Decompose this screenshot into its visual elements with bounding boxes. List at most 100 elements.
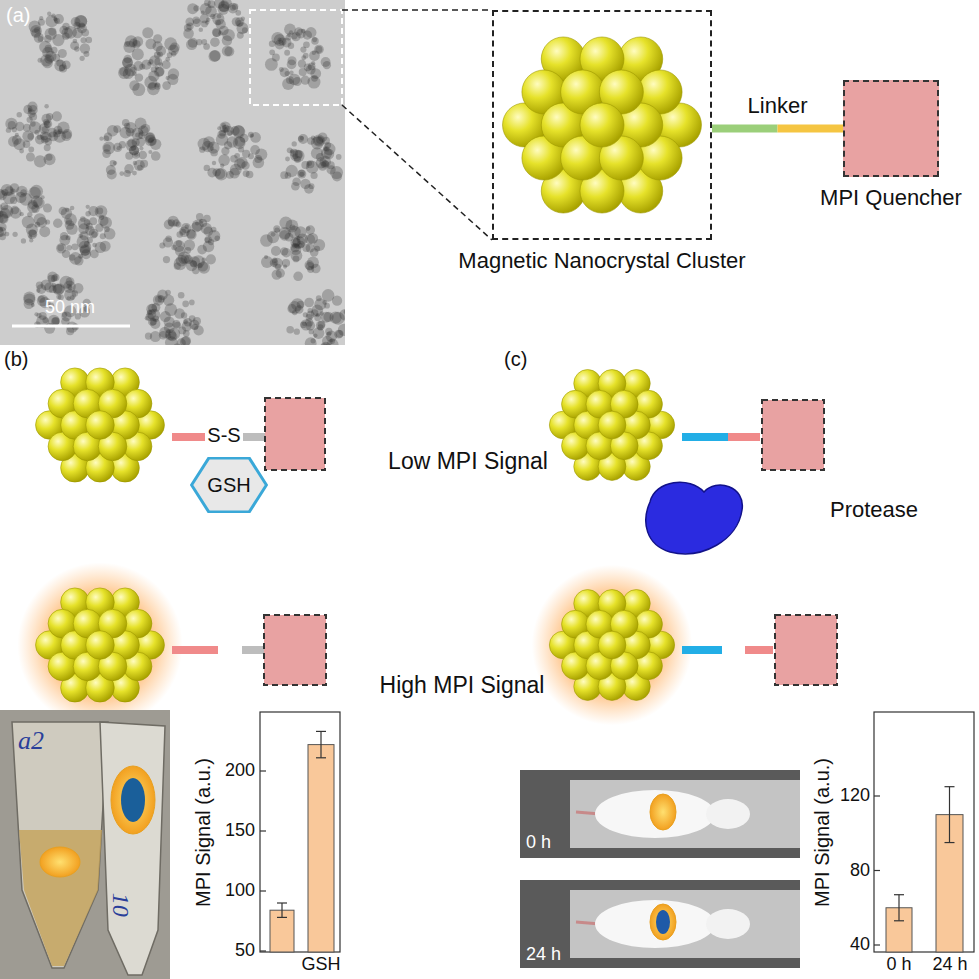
nanocrystal-dot	[44, 153, 56, 165]
nanocrystal-dot	[140, 160, 148, 168]
nanocrystal-dot	[157, 289, 168, 300]
error-bar	[320, 731, 321, 757]
nanocrystal-dot	[0, 210, 4, 217]
nanocrystal-dot	[148, 71, 159, 82]
enzyme-label: Protease	[830, 497, 918, 522]
nanocrystal-dot	[246, 171, 254, 179]
linker-segment	[172, 433, 205, 441]
nanocrystal-dot	[209, 50, 221, 62]
nanocrystal-dot	[210, 149, 217, 156]
nanocrystal-dot	[81, 29, 89, 37]
nanocrystal-dot	[23, 105, 32, 114]
nanocrystal-dot	[119, 67, 128, 76]
nanocrystal-dot	[120, 127, 132, 139]
tick-label: 150	[225, 820, 255, 841]
nanocrystal-dot	[284, 24, 296, 36]
nanocrystal-dot	[311, 338, 316, 343]
nanocrystal-dot	[322, 289, 335, 302]
quencher-box	[264, 615, 326, 685]
nanocrystal-dot	[171, 245, 176, 250]
nanocrystal-dot	[129, 80, 139, 90]
scale-bar	[12, 325, 130, 328]
tick-label: 40	[850, 934, 870, 955]
nanocrystal-dot	[141, 124, 151, 134]
nanocrystal-dot	[159, 327, 170, 338]
nanocrystal-dot	[313, 135, 325, 147]
tick-label: 120	[840, 785, 870, 806]
nanocrystal-dot	[294, 329, 300, 335]
nanocrystal-dot	[316, 295, 322, 301]
nanocrystal-dot	[296, 29, 306, 39]
nanocrystal-dot	[92, 243, 97, 248]
nanocrystal-dot	[145, 332, 152, 339]
nanocrystal-dot	[210, 37, 220, 47]
nanocrystal-dot	[219, 129, 226, 136]
category-label: 24 h	[932, 954, 967, 975]
nanocrystal-dot	[20, 189, 26, 195]
nanocrystal-dot	[132, 138, 140, 146]
nanocrystal-dot	[314, 45, 324, 55]
nanocrystal-dot	[306, 226, 311, 231]
nanocrystal-dot	[45, 45, 53, 53]
axis-title: MPI Signal (a.u.)	[810, 758, 833, 907]
nanocrystal-dot	[326, 339, 338, 345]
nanocrystal-dot	[313, 334, 317, 338]
nanocrystal-cluster	[549, 370, 674, 481]
nanocrystal-dot	[90, 250, 99, 259]
axis-tick	[874, 870, 880, 871]
nanocrystal-dot	[73, 39, 78, 44]
chart-frame	[874, 712, 974, 952]
nanocrystal-dot	[300, 136, 304, 140]
nanocrystal-dot	[113, 143, 122, 152]
nanocrystal-dot	[5, 232, 10, 237]
error-cap	[316, 757, 326, 758]
linker-segment	[682, 433, 728, 441]
nanocrystal-dot	[290, 224, 296, 230]
nanocrystal-dot	[311, 37, 319, 45]
time-label: 0 h	[526, 832, 551, 853]
chart-frame	[260, 712, 340, 952]
panel-letter: (b)	[4, 348, 28, 371]
nanocrystal-dot	[151, 151, 161, 161]
nanocrystal-dot	[51, 283, 56, 288]
nanocrystal-dot	[142, 27, 153, 38]
nanocrystal-dot	[80, 43, 90, 53]
nanocrystal-dot	[20, 212, 24, 216]
nanocrystal-dot	[209, 50, 220, 61]
nanocrystal-sphere	[86, 631, 115, 660]
nanocrystal-dot	[150, 318, 157, 325]
nanocrystal-dot	[306, 27, 317, 38]
nanocrystal-dot	[10, 207, 22, 219]
tube-photo	[0, 710, 170, 979]
nanocrystal-dot	[317, 324, 323, 330]
nanocrystal-dot	[26, 153, 35, 162]
nanocrystal-dot	[303, 312, 308, 317]
nanocrystal-dot	[12, 135, 22, 145]
nanocrystal-dot	[29, 121, 41, 133]
linker-segment	[682, 646, 722, 654]
nanocrystal-dot	[164, 37, 177, 50]
nanocrystal-dot	[192, 219, 204, 231]
nanocrystal-dot	[160, 311, 171, 322]
nanocrystal-dot	[217, 14, 222, 19]
nanocrystal-dot	[183, 330, 190, 337]
nanocrystal-dot	[46, 113, 53, 120]
tick-label: 50	[235, 940, 255, 961]
time-label: 24 h	[526, 944, 561, 965]
nanocrystal-dot	[84, 219, 91, 226]
nanocrystal-dot	[53, 219, 62, 228]
nanocrystal-dot	[165, 57, 170, 62]
nanocrystal-dot	[129, 39, 138, 48]
nanocrystal-dot	[212, 28, 221, 37]
nanocrystal-dot	[44, 104, 48, 108]
nanocrystal-dot	[17, 112, 22, 117]
nanocrystal-dot	[113, 161, 117, 165]
nanocrystal-dot	[66, 223, 78, 235]
category-label: 0 h	[886, 954, 911, 975]
nanocrystal-dot	[306, 161, 319, 174]
cluster-box: Magnetic Nanocrystal Cluster	[492, 10, 712, 240]
nanocrystal-dot	[311, 264, 321, 274]
nanocrystal-dot	[232, 126, 245, 139]
nanocrystal-dot	[264, 255, 268, 259]
